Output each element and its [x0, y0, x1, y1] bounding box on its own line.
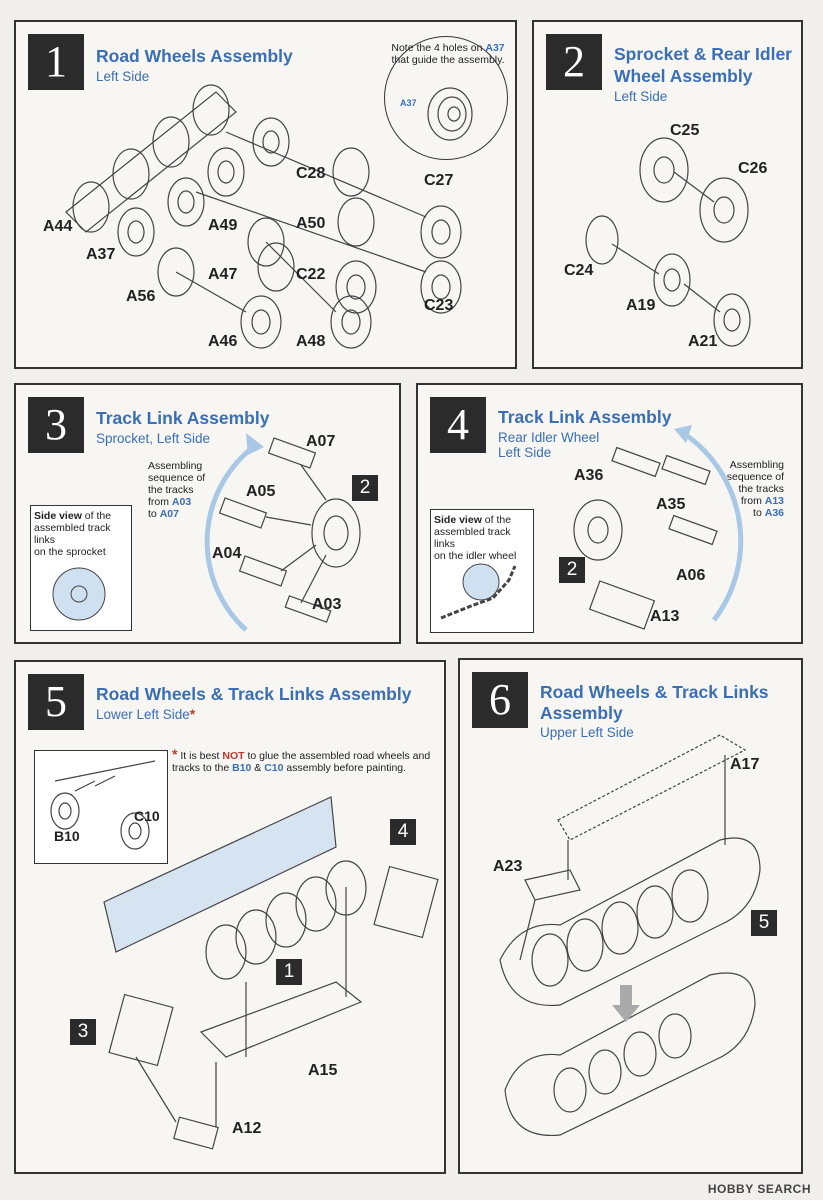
step-title-line2: Wheel Assembly — [614, 66, 753, 86]
step-title: Track Link Assembly — [498, 407, 672, 427]
part-label-c22: C22 — [296, 266, 326, 283]
step-number: 2 — [546, 34, 602, 90]
part-label-a48: A48 — [296, 333, 326, 350]
step-subtitle: Left Side — [96, 69, 150, 84]
part-label-a17: A17 — [730, 756, 760, 773]
step-ref-badge-2: 2 — [559, 557, 585, 583]
step-ref-badge-5: 5 — [751, 910, 777, 936]
step-subtitle: Upper Left Side — [540, 725, 634, 740]
part-label-a21: A21 — [688, 333, 718, 350]
part-label-a35: A35 — [656, 496, 686, 513]
sprocket-side-view — [52, 567, 106, 621]
step-number: 4 — [430, 397, 486, 453]
idler-side-view — [440, 563, 517, 620]
step-number: 1 — [28, 34, 84, 90]
lower-assembly-drawing — [103, 796, 439, 1150]
part-label-a12: A12 — [232, 1120, 262, 1137]
part-label-c26: C26 — [738, 160, 768, 177]
step-4-panel: 4 Track Link Assembly Rear Idler Wheel L… — [416, 383, 803, 644]
hull-detail-inset — [34, 750, 168, 864]
part-label-a49: A49 — [208, 217, 238, 234]
step-subtitle-line1: Rear Idler Wheel — [498, 430, 600, 445]
step-1-panel: 1 Road Wheels Assembly Left Side Note th… — [14, 20, 517, 369]
part-label-a44: A44 — [43, 218, 73, 235]
sprocket-idler-drawing — [585, 137, 751, 347]
part-label-a13: A13 — [650, 608, 680, 625]
part-label-a50: A50 — [296, 215, 326, 232]
step-5-panel: 5 Road Wheels & Track Links Assembly Low… — [14, 660, 446, 1174]
part-label-b10: B10 — [54, 828, 80, 844]
step-ref-badge-3: 3 — [70, 1019, 96, 1045]
part-label-a19: A19 — [626, 297, 656, 314]
step-subtitle: Sprocket, Left Side — [96, 431, 211, 446]
part-label-a36: A36 — [574, 467, 604, 484]
step-title: Road Wheels Assembly — [96, 46, 293, 66]
part-label-a56: A56 — [126, 288, 156, 305]
part-label-c23: C23 — [424, 297, 454, 314]
part-label-a03: A03 — [312, 596, 342, 613]
step-title-line1: Road Wheels & Track Links — [540, 682, 769, 702]
part-label-a23: A23 — [493, 858, 523, 875]
step-ref-badge-1: 1 — [276, 959, 302, 985]
step-number: 3 — [28, 397, 84, 453]
track-link-sprocket-drawing — [204, 433, 361, 632]
step-subtitle: Left Side — [614, 89, 668, 104]
step-ref-badge-4: 4 — [390, 819, 416, 845]
road-wheels-drawing — [65, 84, 473, 349]
step-title: Road Wheels & Track Links Assembly — [96, 684, 412, 704]
part-label-a46: A46 — [208, 333, 238, 350]
step-title-line2: Assembly — [540, 703, 623, 723]
step-ref-badge-2: 2 — [352, 475, 378, 501]
part-label-c28: C28 — [296, 165, 326, 182]
part-label-c25: C25 — [670, 122, 700, 139]
step-2-panel: 2 Sprocket & Rear Idler Wheel Assembly L… — [532, 20, 803, 369]
part-label-a07: A07 — [306, 433, 336, 450]
part-label-a06: A06 — [676, 567, 706, 584]
part-label-a04: A04 — [212, 545, 242, 562]
step-title: Track Link Assembly — [96, 408, 270, 428]
part-label-c24: C24 — [564, 262, 594, 279]
step-subtitle-line2: Left Side — [498, 445, 552, 460]
painting-warning: * It is best NOT to glue the assembled r… — [172, 746, 431, 774]
part-label-a15: A15 — [308, 1062, 338, 1079]
hobby-search-watermark: HOBBY SEARCH — [707, 1182, 811, 1196]
hole-detail-circle — [384, 36, 508, 160]
part-label-a05: A05 — [246, 483, 276, 500]
part-label-a47: A47 — [208, 266, 238, 283]
step-3-panel: 3 Track Link Assembly Sprocket, Left Sid… — [14, 383, 401, 644]
step-number: 6 — [472, 672, 528, 728]
part-label-c27: C27 — [424, 172, 454, 189]
step-subtitle: Lower Left Side* — [96, 707, 196, 722]
step-6-panel: 6 Road Wheels & Track Links Assembly Upp… — [458, 658, 803, 1174]
part-label-c10: C10 — [134, 808, 160, 824]
track-link-idler-drawing — [573, 425, 744, 630]
step-number: 5 — [28, 674, 84, 730]
hull-detail-drawing — [50, 760, 156, 850]
inset-part-label: A37 — [400, 98, 417, 108]
upper-assembly-drawing — [499, 734, 761, 1137]
step-title-line1: Sprocket & Rear Idler — [614, 44, 792, 64]
part-label-a37: A37 — [86, 246, 116, 263]
